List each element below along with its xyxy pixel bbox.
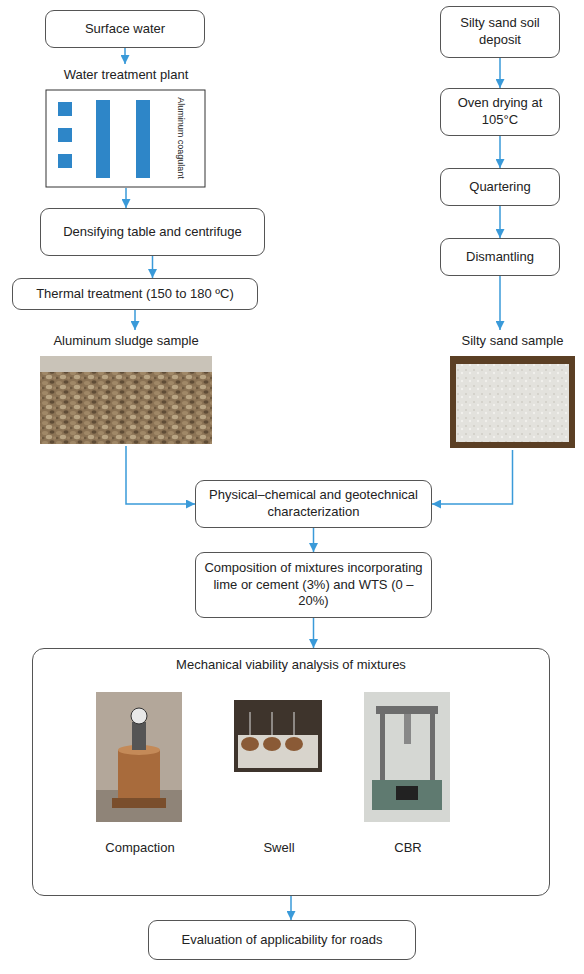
node-label: Oven drying at 105°C — [449, 95, 551, 129]
node-label: Quartering — [469, 179, 530, 196]
node-label: Composition of mixtures incorporating li… — [204, 560, 423, 611]
flow-arrow — [499, 136, 501, 168]
flow-arrow — [499, 206, 501, 238]
process-box: Composition of mixtures incorporating li… — [195, 552, 432, 618]
process-box: Quartering — [440, 168, 560, 206]
mold — [118, 750, 160, 800]
swell-photo — [234, 700, 322, 772]
sludge-photo — [40, 356, 212, 444]
ram — [404, 714, 411, 744]
machine-base — [372, 780, 442, 810]
plant-frame — [46, 90, 205, 187]
node-label: Swell — [231, 840, 327, 857]
bench — [238, 735, 318, 768]
tank-square — [58, 154, 72, 168]
process-box: Dismantling — [440, 238, 560, 276]
flow-arrow — [499, 276, 501, 330]
treatment-plant-icon — [46, 90, 205, 187]
photo-panel: Compaction — [93, 689, 187, 861]
tube — [272, 712, 273, 736]
dial — [131, 708, 147, 724]
node-label: Physical–chemical and geotechnical chara… — [204, 487, 423, 521]
figure-panel: Aluminum sludge sample — [40, 330, 212, 446]
photo-background — [96, 692, 182, 822]
process-box: Thermal treatment (150 to 180 ºC) — [12, 278, 258, 310]
tube — [250, 712, 251, 736]
pot — [263, 737, 281, 751]
gravel-pile — [40, 372, 212, 444]
group-box: Mechanical viability analysis of mixture… — [32, 648, 550, 896]
node-sublabel: Aluminum coagulant — [176, 97, 185, 179]
figure-panel: Silty sand sample — [450, 330, 575, 450]
node-label: Compaction — [93, 840, 187, 857]
cbr-photo — [364, 692, 450, 822]
compaction-photo — [96, 692, 182, 822]
node-label: Silty sand sample — [450, 330, 575, 350]
tray — [450, 356, 575, 448]
tank-bar — [136, 100, 150, 178]
node-label: Densifying table and centrifuge — [63, 224, 242, 241]
process-box: Physical–chemical and geotechnical chara… — [195, 480, 432, 528]
process-box: Silty sand soil deposit — [440, 6, 560, 58]
photo-panel: Swell — [231, 689, 327, 861]
pot — [285, 737, 303, 751]
flow-arrow — [134, 310, 136, 330]
flow-arrow — [125, 188, 127, 208]
photo-background — [364, 692, 450, 822]
flow-arrow — [499, 58, 501, 88]
node-label: Mechanical viability analysis of mixture… — [33, 657, 549, 674]
column — [380, 708, 385, 780]
photo-panel: CBR — [361, 689, 455, 861]
tank-bar — [96, 100, 110, 178]
tank-square — [58, 128, 72, 142]
flow-arrow — [290, 896, 292, 920]
tank-square — [58, 102, 72, 116]
process-box: Oven drying at 105°C — [440, 88, 560, 136]
node-label: Evaluation of applicability for roads — [182, 932, 383, 949]
tube — [294, 712, 295, 736]
flow-arrow — [152, 256, 154, 278]
process-box: Surface water — [45, 10, 205, 48]
flow-arrow — [126, 446, 195, 504]
node-label: CBR — [361, 840, 455, 857]
photo-background — [234, 700, 322, 772]
rod — [132, 722, 146, 750]
process-box: Evaluation of applicability for roads — [148, 920, 416, 960]
flow-arrow — [432, 450, 513, 504]
node-label: Aluminum sludge sample — [40, 330, 212, 350]
flow-arrow — [313, 528, 315, 552]
crossbar — [376, 706, 438, 714]
display — [396, 786, 418, 800]
sand-fill — [456, 364, 569, 442]
node-label: Thermal treatment (150 to 180 ºC) — [36, 286, 234, 303]
node-label: Silty sand soil deposit — [449, 15, 551, 49]
figure-panel: Water treatment plantAluminum coagulant — [46, 64, 206, 188]
column — [430, 708, 435, 780]
flow-arrow — [313, 618, 315, 648]
flow-arrow — [124, 48, 126, 64]
node-label: Water treatment plant — [46, 64, 206, 84]
process-box: Densifying table and centrifuge — [40, 208, 265, 256]
sand-photo — [450, 356, 575, 448]
pot — [241, 737, 259, 751]
photo-background — [40, 356, 212, 374]
node-label: Dismantling — [466, 249, 534, 266]
node-label: Surface water — [85, 21, 165, 38]
mold-base — [112, 798, 166, 808]
